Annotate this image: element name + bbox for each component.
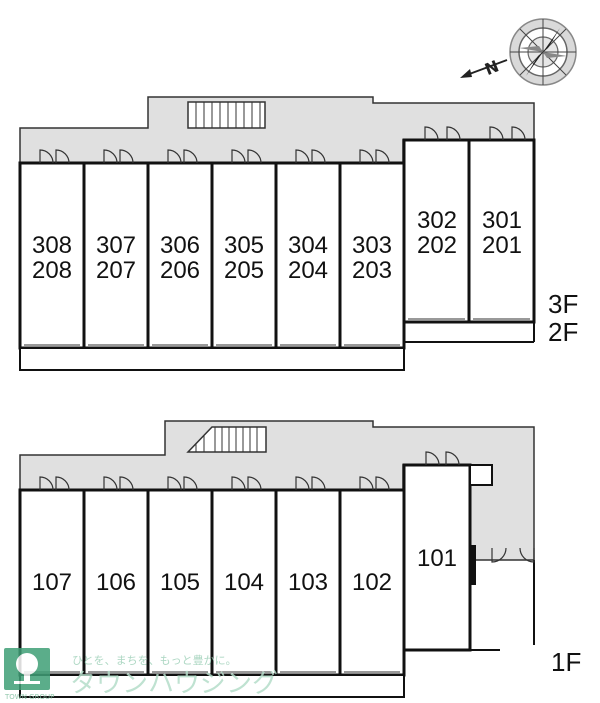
staircase-icon — [187, 101, 266, 129]
watermark-name: タウンハウジング — [70, 669, 278, 699]
unit-303: 303 — [352, 232, 392, 259]
upper-floor-plan: 308 208 307 207 306 206 305 205 304 204 … — [18, 96, 578, 371]
unit-208: 208 — [32, 257, 72, 284]
unit-103: 103 — [288, 569, 328, 596]
floor-label-3f: 3F — [548, 289, 578, 319]
ground-floor-plan: 107 106 105 104 103 102 101 1F — [18, 420, 581, 698]
watermark-tagline: ひとを、まちを、もっと豊かに。 — [72, 654, 237, 667]
unit-205: 205 — [224, 257, 264, 284]
unit-204: 204 — [288, 257, 328, 284]
unit-105: 105 — [160, 569, 200, 596]
floor-label-1f: 1F — [551, 647, 581, 677]
unit-104: 104 — [224, 569, 264, 596]
watermark-logo: TOWN GROUP ひとを、まちを、もっと豊かに。 タウンハウジング — [4, 648, 278, 701]
unit-202: 202 — [417, 232, 457, 259]
unit-305: 305 — [224, 232, 264, 259]
unit-304: 304 — [288, 232, 328, 259]
unit-102: 102 — [352, 569, 392, 596]
door-icon — [39, 451, 460, 491]
unit-201: 201 — [482, 232, 522, 259]
unit-306: 306 — [160, 232, 200, 259]
unit-106: 106 — [96, 569, 136, 596]
compass-north-letter: N — [482, 57, 502, 80]
unit-302: 302 — [417, 207, 457, 234]
unit-203: 203 — [352, 257, 392, 284]
unit-206: 206 — [160, 257, 200, 284]
unit-107: 107 — [32, 569, 72, 596]
unit-308: 308 — [32, 232, 72, 259]
unit-307: 307 — [96, 232, 136, 259]
unit-301: 301 — [482, 207, 522, 234]
compass-rose-icon — [509, 18, 577, 86]
tree-logo-icon — [4, 648, 50, 690]
north-arrow-icon — [460, 59, 508, 78]
staircase-icon — [186, 426, 267, 453]
watermark-group-label: TOWN GROUP — [4, 693, 54, 701]
floor-label-2f: 2F — [548, 317, 578, 347]
door-icon — [39, 126, 526, 164]
unit-101: 101 — [417, 545, 457, 572]
entrance-door-icon — [491, 547, 535, 563]
unit-207: 207 — [96, 257, 136, 284]
